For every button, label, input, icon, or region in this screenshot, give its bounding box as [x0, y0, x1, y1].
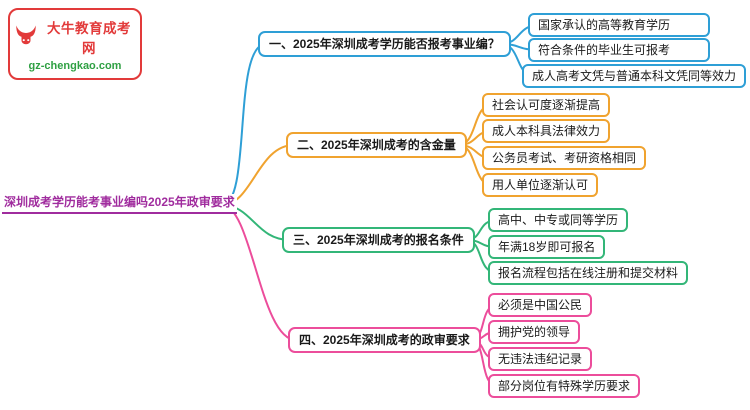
leaf-node: 报名流程包括在线注册和提交材料 [488, 261, 689, 285]
leaf-node: 无违法违纪记录 [488, 347, 593, 371]
logo-row: 大牛教育成考网 [14, 17, 136, 57]
leaf-node: 符合条件的毕业生可报考 [528, 38, 710, 62]
logo-domain: gz-chengkao.com [28, 60, 122, 72]
logo-title: 大牛教育成考网 [47, 21, 131, 56]
leaf-node: 成人本科具法律效力 [482, 119, 611, 143]
bull-logo-icon [14, 24, 38, 50]
branch-node-4: 四、2025年深圳成考的政审要求 [288, 327, 481, 353]
root-node: 深圳成考学历能考事业编吗2025年政审要求 [2, 194, 237, 214]
leaf-node: 部分岗位有特殊学历要求 [488, 374, 641, 398]
branch-node-3: 三、2025年深圳成考的报名条件 [282, 227, 475, 253]
leaf-node: 高中、中专或同等学历 [488, 208, 629, 232]
leaf-node: 拥护党的领导 [488, 320, 581, 344]
branch-node-2: 二、2025年深圳成考的含金量 [286, 132, 467, 158]
link-root-branch4 [221, 204, 297, 341]
site-logo: 大牛教育成考网 gz-chengkao.com [8, 8, 142, 80]
branch-node-1: 一、2025年深圳成考学历能否报考事业编？ [258, 31, 511, 57]
leaf-node: 公务员考试、考研资格相同 [482, 146, 647, 170]
leaf-node: 用人单位逐渐认可 [482, 173, 599, 197]
leaf-node: 成人高考文凭与普通本科文凭同等效力 [522, 64, 747, 88]
leaf-node: 必须是中国公民 [488, 293, 593, 317]
leaf-node: 年满18岁即可报名 [488, 235, 606, 259]
link-root-branch1 [221, 43, 267, 206]
leaf-node: 国家承认的高等教育学历 [528, 13, 710, 37]
leaf-node: 社会认可度逐渐提高 [482, 93, 611, 117]
